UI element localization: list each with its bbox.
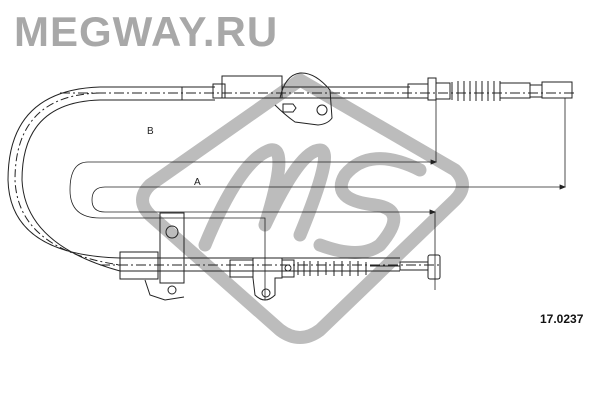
dimension-lines	[69, 80, 567, 300]
brand-logo: MEGWAY.RU	[14, 8, 279, 55]
dimension-b-label: B	[147, 126, 154, 137]
cable-assembly	[7, 72, 575, 301]
dimension-a	[91, 98, 566, 290]
dimension-b	[69, 80, 437, 300]
watermark-logo	[136, 73, 469, 344]
part-number: 17.0237	[540, 312, 584, 326]
dimension-a-label: A	[194, 177, 201, 188]
